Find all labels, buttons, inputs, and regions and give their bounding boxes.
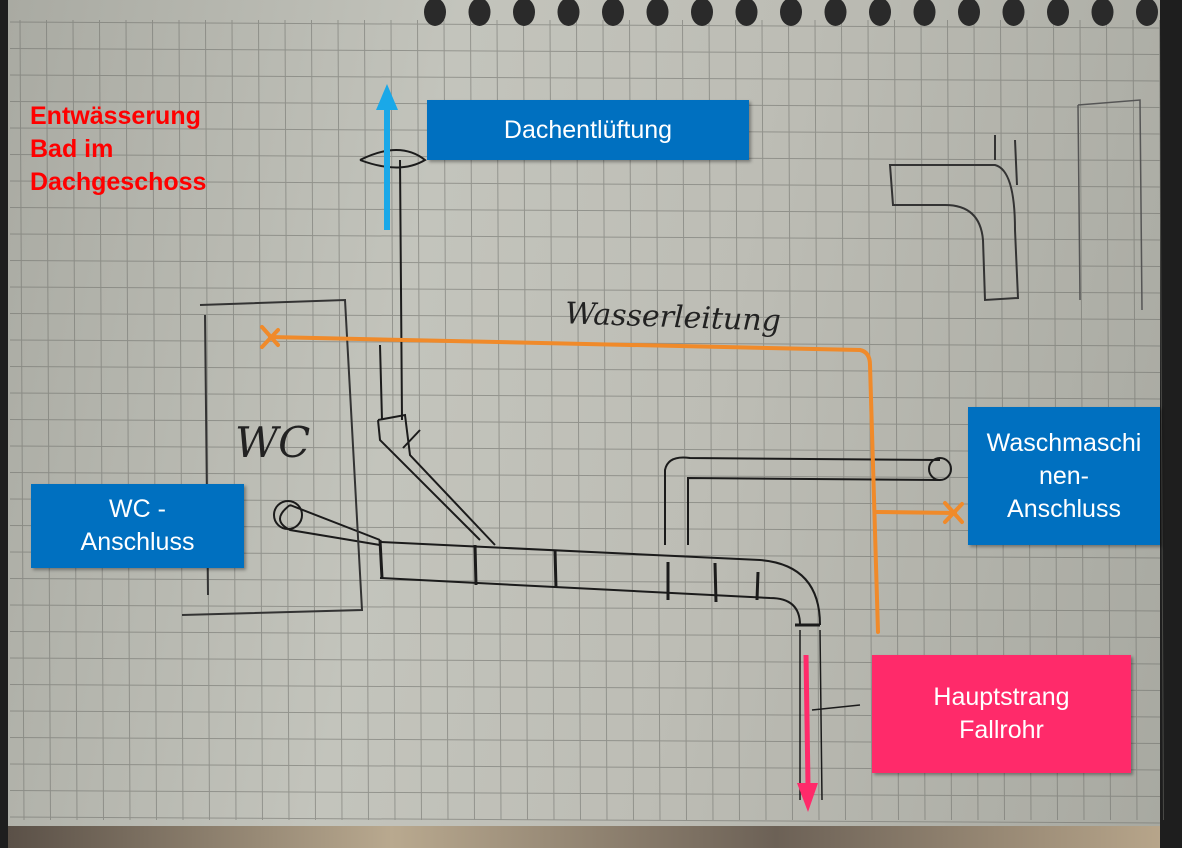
binding-hole [780,0,802,26]
roof-vent-label: Dachentlüftung [427,100,749,160]
binding-hole [691,0,713,26]
label-line: Hauptstrang [933,683,1070,711]
stack-pipe [799,629,861,801]
wc-connection-label: WC - Anschluss [31,484,244,568]
binding-hole [513,0,535,26]
title-line: Entwässerung [30,102,201,130]
grid-line [390,19,396,821]
grid-line [9,604,1161,612]
label-line: Waschmaschi [986,428,1142,457]
grid-line [337,19,343,821]
binding-hole [735,0,758,26]
grid-line [841,19,846,821]
grid-line [231,19,237,821]
grid-line [9,366,1161,373]
main-horizontal-pipe [379,541,821,626]
joints [378,539,820,627]
label-line: Anschluss [1007,494,1121,523]
grid-line [9,180,1161,188]
grid-line [9,392,1161,400]
main-stack-label: Hauptstrang Fallrohr [872,655,1131,773]
drawing-top-right-frame [1077,99,1143,311]
label-line: WC - [109,495,166,523]
wc-outlet [273,500,303,530]
grid-line [9,21,1161,29]
binding-hole [468,0,491,26]
grid-line [9,631,1161,638]
main-stack-down-arrow [797,654,818,812]
grid-line [761,19,767,821]
grid-line [9,207,1161,214]
grid-line [364,19,369,821]
grid-line [814,19,820,821]
binding-hole [824,0,847,26]
binding-hole [913,0,936,26]
branch-pipe [377,413,496,546]
washer-outlet [928,457,952,481]
photo-background [8,826,1160,848]
title-line: Bad im [30,135,114,163]
vent-up-arrow [376,84,398,230]
binding-hole [1091,0,1114,26]
handwritten-wc: WC [235,418,311,467]
binding-hole [869,0,891,26]
grid-line [1159,19,1164,821]
binding-hole [1136,0,1158,26]
binding-holes [424,0,1158,26]
drawing-top-right [888,135,1020,302]
grid-line [205,19,210,821]
label-line: Anschluss [80,528,195,556]
grid-line [9,816,1161,824]
grid-line [9,260,1161,267]
vent-pipe [359,149,427,421]
binding-hole [424,0,446,26]
grid-line [9,233,1161,241]
grid-line [284,19,290,821]
grid-line [9,74,1161,82]
grid-line [417,19,422,821]
grid-line [311,19,316,821]
page-title: Entwässerung Bad im Dachgeschoss [30,100,206,199]
grid-line [788,19,793,821]
binding-hole [958,0,980,26]
grid-line [9,48,1161,55]
water-line [260,325,964,634]
washing-machine-label: Waschmaschi nen- Anschluss [968,407,1160,545]
water-line-end-left [260,325,280,349]
binding-hole [646,0,669,26]
handwritten-water-line: Wasserleitung [564,296,782,339]
label-line: Fallrohr [959,716,1044,744]
grid-line [9,313,1161,320]
water-line-end-right [943,501,964,524]
wc-pipe [279,504,381,546]
binding-hole [1002,0,1025,26]
binding-hole [557,0,580,26]
washer-pipe [664,456,941,545]
binding-hole [1047,0,1069,26]
label-line: nen- [1038,461,1090,490]
grid-line [9,578,1161,585]
binding-hole [602,0,624,26]
grid-line [258,19,263,821]
title-line: Dachgeschoss [30,168,207,196]
grid-line [9,790,1161,797]
roof-vent-text: Dachentlüftung [503,115,673,144]
grid-line [9,286,1161,294]
